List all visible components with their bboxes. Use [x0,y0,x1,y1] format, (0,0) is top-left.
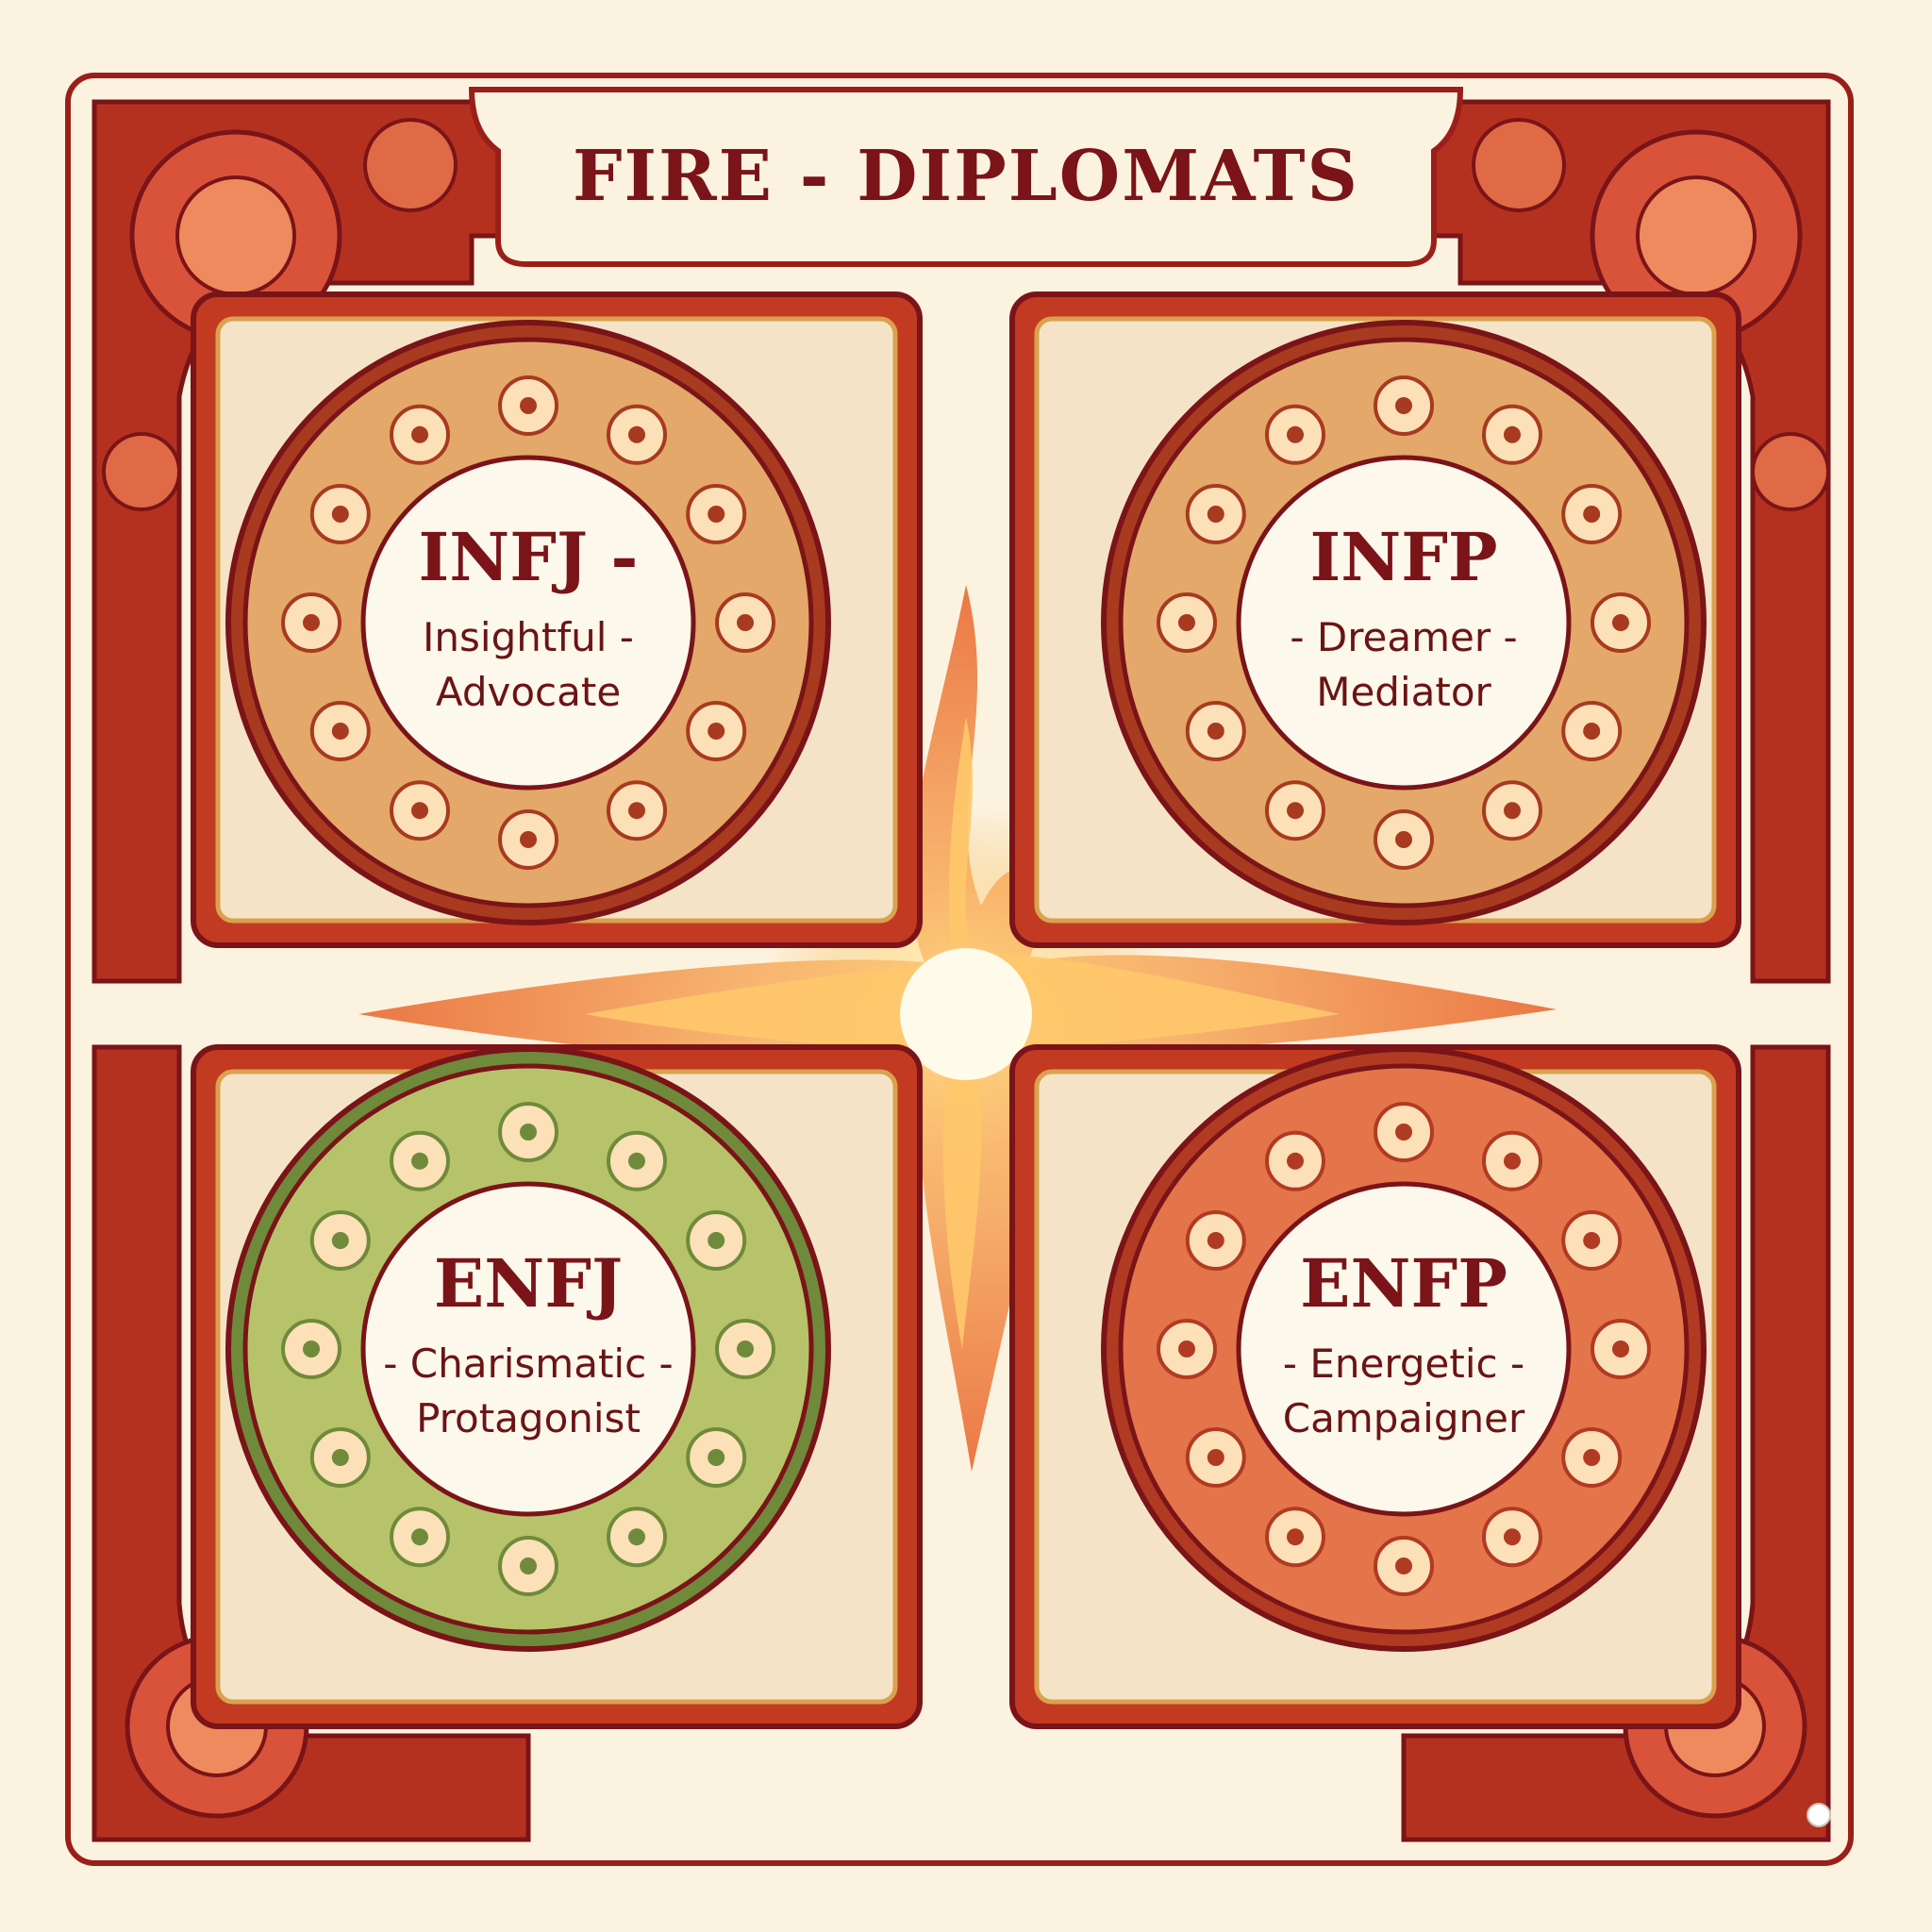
flower-center [1504,1152,1521,1170]
type-code: INFP [1309,518,1497,596]
flower-center [411,802,428,820]
flower-center [1287,425,1304,443]
flower-center [331,1232,349,1249]
flower-center [1583,506,1601,523]
flower-center [1287,1528,1304,1546]
flower-center [1207,723,1224,740]
panel-enfj: ENFJ - Charismatic - Protagonist [191,1044,923,1729]
type-role: Protagonist [416,1395,641,1441]
type-descriptor: - Energetic - [1283,1341,1524,1387]
label-medallion [360,1181,696,1517]
flower-center [411,1528,428,1546]
flower-center [1395,1557,1412,1574]
flower-center [331,506,349,523]
flower-center [737,614,754,631]
panel-infj: INFJ - Insightful - Advocate [191,291,923,948]
label-medallion [1236,1181,1572,1517]
type-code: ENFJ [434,1244,623,1323]
flower-center [411,425,428,443]
flower-center [411,1152,428,1170]
flower-center [520,1124,537,1141]
flower-center [1287,802,1304,820]
flower-center [708,723,725,740]
page-title: FIRE - DIPLOMATS [573,136,1359,217]
flower-center [520,1557,537,1574]
flower-center [1287,1152,1304,1170]
flower-center [628,1528,645,1546]
type-descriptor: - Dreamer - [1290,614,1517,660]
type-role: Campaigner [1283,1395,1525,1441]
flower-center [628,1152,645,1170]
flower-center [1504,802,1521,820]
type-role: Mediator [1316,669,1491,715]
flower-center [1612,1341,1629,1357]
flower-center [628,425,645,443]
type-code: ENFP [1300,1244,1507,1323]
panel-enfp: ENFP - Energetic - Campaigner [1009,1044,1741,1729]
flower-center [708,1449,725,1466]
flower-center [1207,1449,1224,1466]
flower-center [303,614,320,631]
flower-center [1178,614,1195,631]
flower-center [331,723,349,740]
title-plaque: FIRE - DIPLOMATS [468,87,1464,267]
flower-center [331,1449,349,1466]
flower-center [737,1341,754,1357]
flower-center [1612,614,1629,631]
flower-center [1395,397,1412,414]
type-role: Advocate [436,669,621,715]
flower-center [1178,1341,1195,1357]
label-medallion [1236,455,1572,791]
flower-center [1207,1232,1224,1249]
panel-infp: INFP - Dreamer - Mediator [1009,291,1741,948]
flower-center [1504,1528,1521,1546]
flower-center [1395,1124,1412,1141]
flower-center [708,506,725,523]
label-medallion [360,455,696,791]
flower-center [1395,831,1412,848]
flower-center [1504,425,1521,443]
type-descriptor: Insightful - [423,614,634,660]
flower-center [1583,1232,1601,1249]
flower-center [303,1341,320,1357]
flower-center [628,802,645,820]
type-descriptor: - Charismatic - [383,1341,673,1387]
flower-center [520,397,537,414]
type-code: INFJ - [419,518,639,596]
flower-center [708,1232,725,1249]
flower-center [520,831,537,848]
sparkle-icon [1807,1803,1831,1827]
flower-center [1583,723,1601,740]
flower-center [1583,1449,1601,1466]
flower-center [1207,506,1224,523]
